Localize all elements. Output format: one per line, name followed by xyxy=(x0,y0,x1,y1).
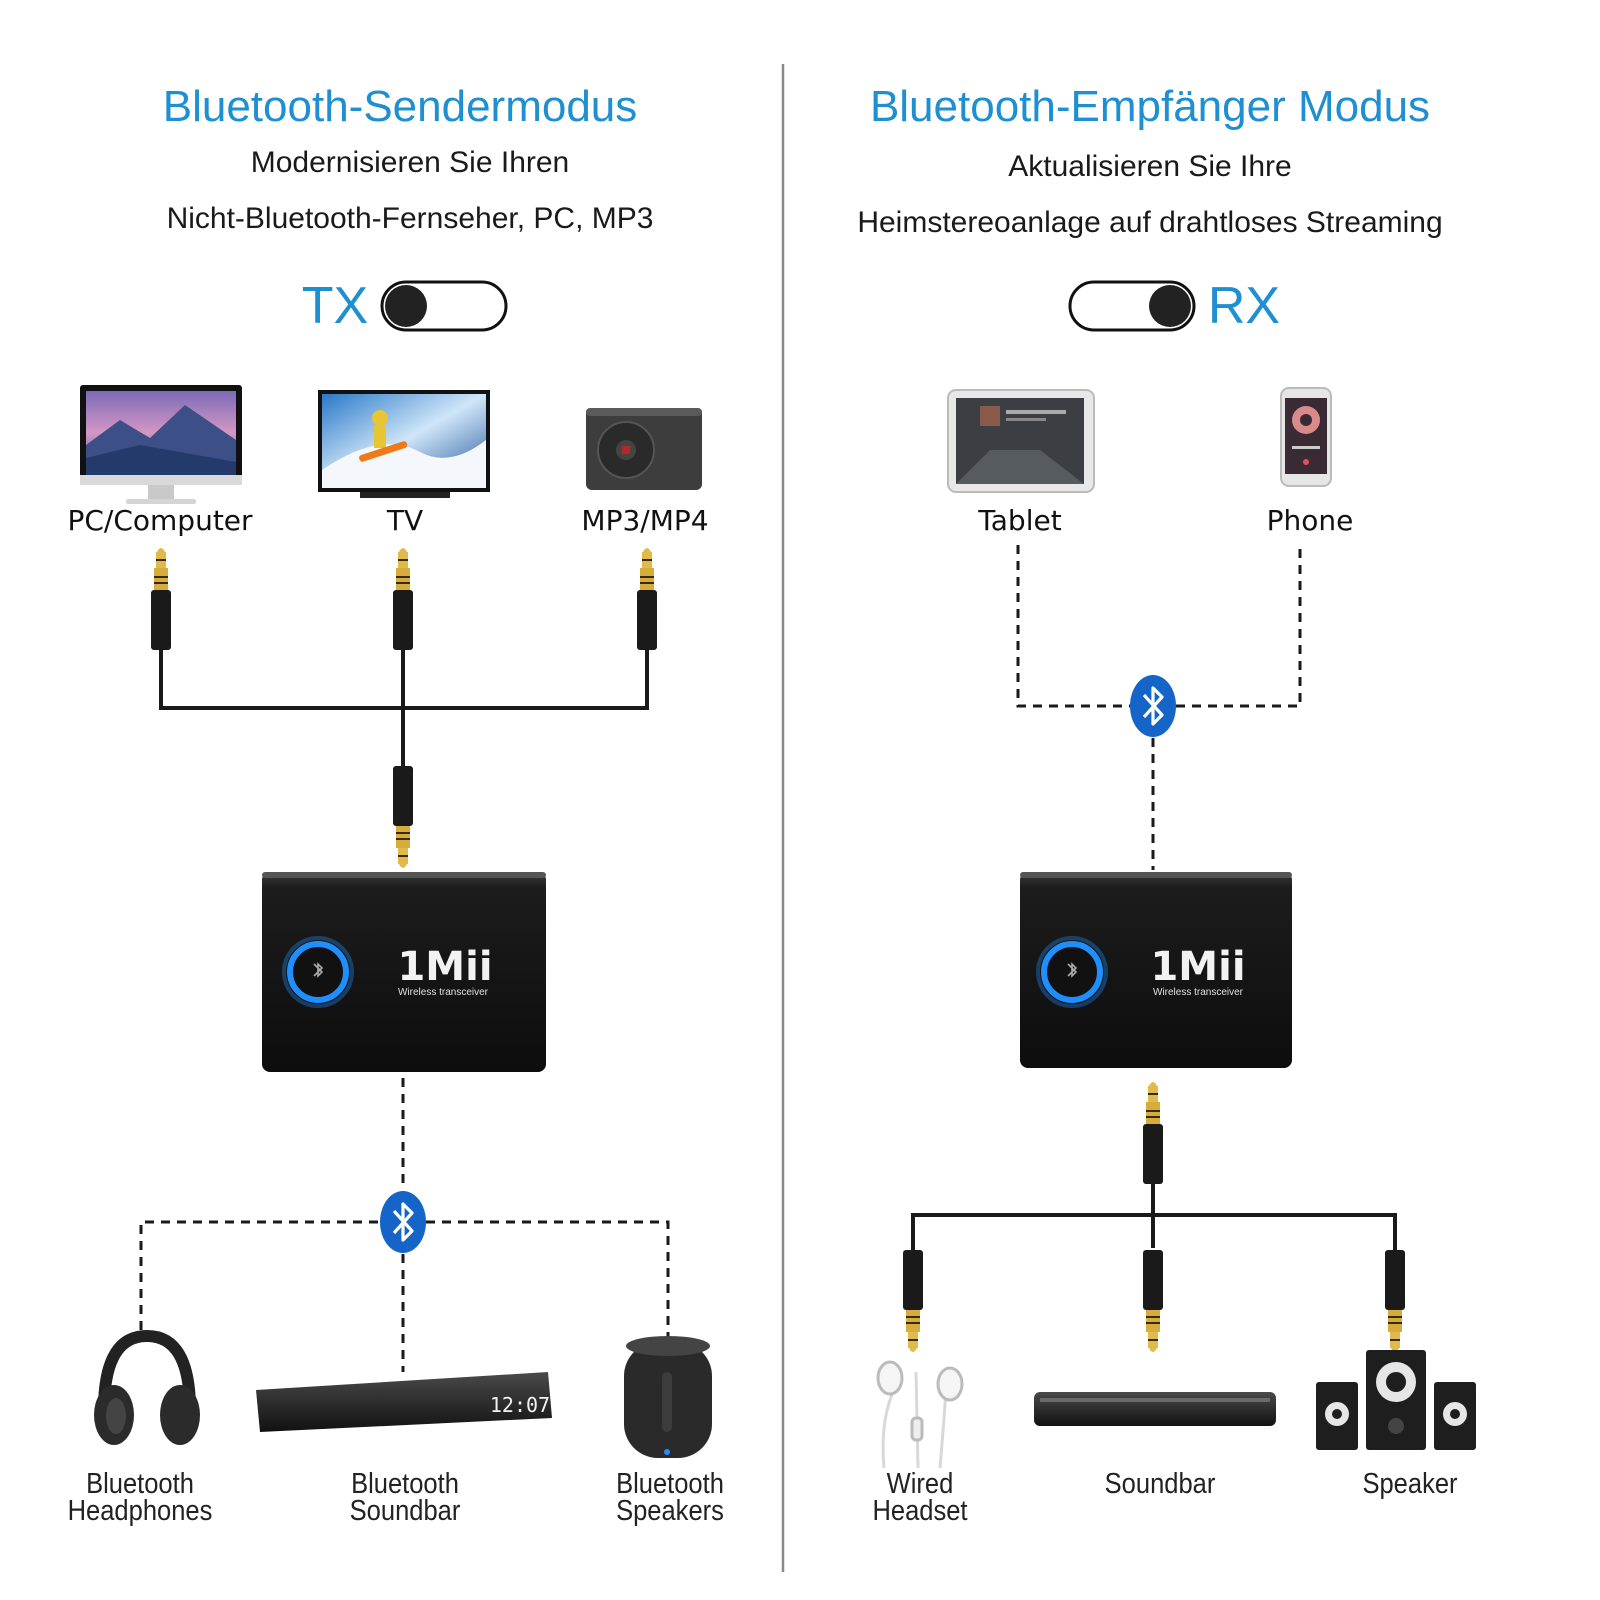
output-label-soundbar-2: Soundbar xyxy=(349,1495,461,1527)
left-subtitle-line1: Modernisieren Sie Ihren xyxy=(250,146,570,179)
right-title: Bluetooth-Empfänger Modus xyxy=(869,82,1431,131)
output-label-soundbar-rx: Soundbar xyxy=(1104,1468,1216,1500)
tv-icon xyxy=(318,390,490,498)
speaker-icon xyxy=(624,1336,712,1458)
rx-toggle xyxy=(1068,280,1196,332)
device-caption-rx: Wireless transceiver xyxy=(1153,987,1244,998)
source-label-tv: TV xyxy=(386,504,424,537)
device-brand-tx: 1Mii xyxy=(397,944,492,990)
aux-plug-speaker xyxy=(1385,1250,1405,1352)
aux-plug-mp3 xyxy=(637,548,657,650)
phone-icon xyxy=(1280,387,1332,487)
aux-plug-soundbar xyxy=(1143,1250,1163,1352)
bluetooth-links-rx xyxy=(1016,545,1302,870)
bluetooth-links-tx xyxy=(139,1078,670,1372)
mp3-player-icon xyxy=(586,408,702,490)
left-title: Bluetooth-Sendermodus xyxy=(162,82,638,131)
output-label-speaker-rx: Speaker xyxy=(1362,1468,1458,1500)
left-subtitle-line2: Nicht-Bluetooth-Fernseher, PC, MP3 xyxy=(166,202,654,235)
right-subtitle-line2: Heimstereoanlage auf drahtloses Streamin… xyxy=(857,206,1443,239)
transceiver-device-rx: 1Mii Wireless transceiver xyxy=(1020,872,1292,1068)
bluetooth-icon-tx xyxy=(378,1189,428,1255)
output-label-speakers-2: Speakers xyxy=(616,1495,724,1527)
output-label-headphones-1: Bluetooth xyxy=(86,1468,194,1500)
output-label-headset-2: Headset xyxy=(872,1495,968,1527)
right-subtitle-line1: Aktualisieren Sie Ihre xyxy=(1008,150,1292,183)
source-label-phone: Phone xyxy=(1266,504,1354,537)
aux-plug-out-rx xyxy=(1143,1082,1163,1184)
output-label-speakers-1: Bluetooth xyxy=(616,1468,724,1500)
aux-plug-pc xyxy=(151,548,171,650)
transceiver-device-tx: 1Mii Wireless transceiver xyxy=(262,872,546,1072)
bluetooth-icon-rx xyxy=(1128,673,1178,739)
aux-plug-tv xyxy=(393,548,413,650)
earphones-icon xyxy=(876,1360,964,1469)
tx-label: TX xyxy=(301,277,369,335)
tx-toggle xyxy=(380,280,508,332)
soundbar-display: 12:07 xyxy=(490,1393,550,1417)
aux-plug-into-tx xyxy=(393,766,413,868)
device-caption-tx: Wireless transceiver xyxy=(398,987,489,998)
speaker-set-icon xyxy=(1316,1350,1476,1450)
source-label-mp3: MP3/MP4 xyxy=(581,504,709,537)
aux-plug-headset xyxy=(903,1250,923,1352)
device-brand-rx: 1Mii xyxy=(1150,944,1245,990)
output-label-headset-1: Wired xyxy=(886,1468,954,1500)
source-label-pc: PC/Computer xyxy=(67,504,253,537)
headphones-icon xyxy=(94,1329,200,1445)
output-label-soundbar-1: Bluetooth xyxy=(351,1468,459,1500)
aux-cable-tree-tx xyxy=(159,650,649,766)
tablet-icon xyxy=(947,389,1095,493)
rx-label: RX xyxy=(1207,277,1281,335)
source-label-tablet: Tablet xyxy=(978,504,1062,537)
soundbar-icon: 12:07 xyxy=(256,1372,552,1432)
soundbar-icon-rx xyxy=(1034,1392,1276,1426)
monitor-icon xyxy=(80,385,242,504)
output-label-headphones-2: Headphones xyxy=(67,1495,213,1527)
